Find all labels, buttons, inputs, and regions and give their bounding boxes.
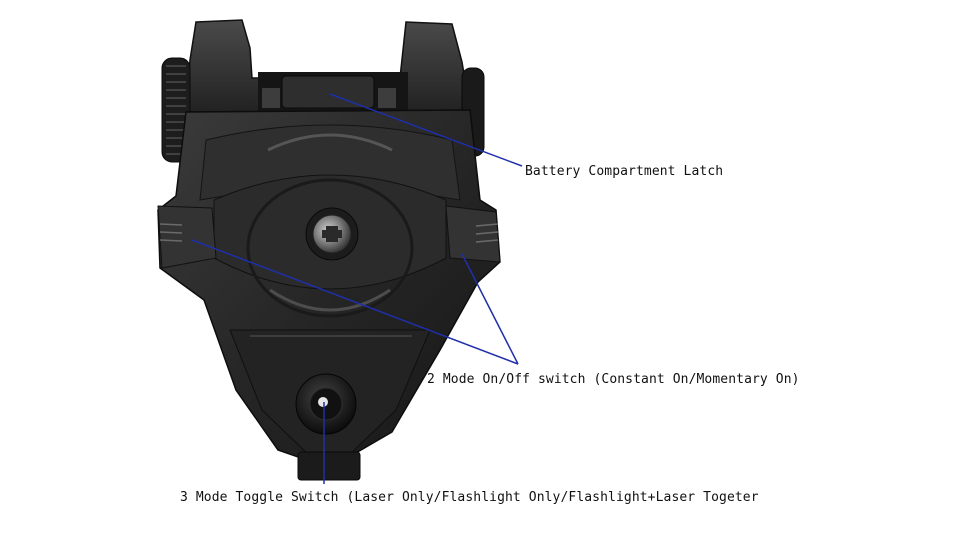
leader-mode-right: [461, 253, 519, 365]
right-mode-switch: [445, 205, 501, 263]
label-battery-latch: Battery Compartment Latch: [525, 164, 724, 179]
leader-mode-left: [191, 239, 519, 365]
bottom-tab: [297, 451, 361, 481]
battery-latch: [281, 75, 375, 109]
leader-battery: [329, 93, 523, 167]
leader-lines: [191, 93, 523, 484]
toggle-indicator-icon: [318, 397, 328, 407]
label-mode-switch: 2 Mode On/Off switch (Constant On/Moment…: [427, 372, 800, 387]
label-toggle-switch: 3 Mode Toggle Switch (Laser Only/Flashli…: [180, 490, 759, 505]
screw-phillips-icon: [322, 226, 342, 242]
left-mode-switch: [157, 205, 217, 269]
